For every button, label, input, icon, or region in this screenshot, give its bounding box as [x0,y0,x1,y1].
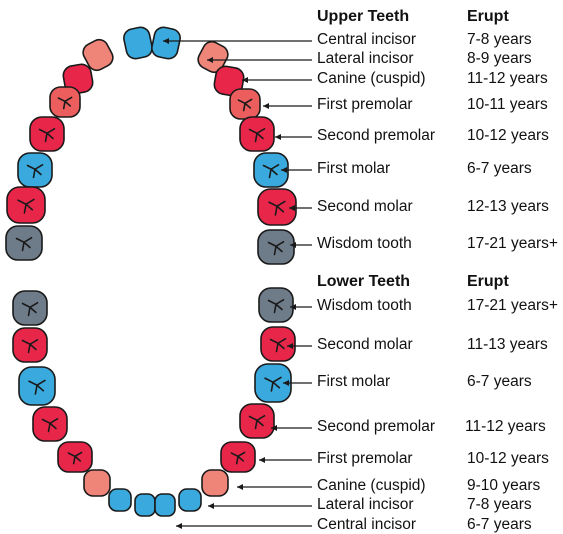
upper-right-second-premolar-tooth [240,117,274,151]
lower-left-canine-cuspid-tooth [84,470,110,496]
upper-central-incisor-erupt: 7-8 years [467,31,532,49]
upper-left-central-incisor-tooth [122,26,154,61]
lower-erupt-header: Erupt [467,273,509,291]
lower-left-first-molar-tooth [19,367,55,405]
upper-second-molar-erupt: 12-13 years [467,198,549,216]
lower-first-premolar-erupt: 10-12 years [467,450,549,468]
lower-left-first-premolar-tooth [58,442,92,472]
lower-first-molar-label: First molar [317,373,390,391]
upper-erupt-header: Erupt [467,8,509,26]
lower-teeth-header: Lower Teeth [317,273,410,291]
upper-second-premolar-label: Second premolar [317,127,435,145]
lower-leader-arrow-icon [176,523,182,529]
lower-second-premolar-erupt: 11-12 years [465,418,546,436]
lower-wisdom-tooth-label: Wisdom tooth [317,297,412,315]
upper-first-premolar-erupt: 10-11 years [467,96,548,114]
lower-lateral-incisor-erupt: 7-8 years [467,496,532,514]
upper-left-wisdom-tooth-tooth [6,226,42,260]
upper-right-second-molar-tooth [258,189,296,225]
lower-leader-arrow-icon [259,457,265,463]
lower-first-premolar-label: First premolar [317,450,413,468]
upper-second-molar-label: Second molar [317,198,413,216]
upper-right-central-incisor-tooth [150,26,182,61]
upper-first-premolar-label: First premolar [317,96,413,114]
lower-canine-cuspid-label: Canine (cuspid) [317,477,426,495]
tooth-crown [150,26,182,61]
tooth-crown [202,470,228,496]
tooth-crown [179,489,201,511]
upper-second-premolar-erupt: 10-12 years [467,127,549,145]
upper-wisdom-tooth-erupt: 17-21 years+ [467,235,558,253]
lower-first-molar-erupt: 6-7 years [467,373,532,391]
lower-right-central-incisor-tooth [155,494,175,516]
upper-wisdom-tooth-label: Wisdom tooth [317,235,412,253]
upper-leader-arrow-icon [275,134,281,140]
lower-right-first-premolar-tooth [221,442,255,472]
upper-leader-arrow-icon [263,103,269,109]
upper-left-first-molar-tooth [18,153,52,187]
tooth-crown [155,494,175,516]
upper-canine-cuspid-erupt: 11-12 years [467,70,548,88]
lower-lateral-incisor-label: Lateral incisor [317,496,414,514]
lower-second-molar-label: Second molar [317,336,413,354]
tooth-crown [109,489,131,511]
lower-right-canine-cuspid-tooth [202,470,228,496]
upper-left-second-molar-tooth [7,187,45,223]
lower-second-molar-erupt: 11-13 years [467,336,548,354]
lower-leader-arrow-icon [208,503,214,509]
lower-central-incisor-label: Central incisor [317,516,416,534]
lower-right-wisdom-tooth-tooth [259,288,293,322]
tooth-crown [135,494,155,516]
lower-right-second-molar-tooth [261,327,295,361]
lower-second-premolar-label: Second premolar [317,418,435,436]
lower-canine-cuspid-erupt: 9-10 years [467,477,540,495]
upper-lateral-incisor-label: Lateral incisor [317,50,414,68]
lower-left-lateral-incisor-tooth [109,489,131,511]
lower-wisdom-tooth-erupt: 17-21 years+ [467,297,558,315]
upper-teeth-header: Upper Teeth [317,8,409,26]
upper-right-first-premolar-tooth [230,89,260,119]
lower-right-lateral-incisor-tooth [179,489,201,511]
lower-left-second-molar-tooth [13,328,47,362]
upper-left-second-premolar-tooth [30,117,64,151]
upper-right-wisdom-tooth-tooth [258,230,294,264]
lower-right-second-premolar-tooth [240,404,274,438]
tooth-crown [122,26,154,61]
upper-central-incisor-label: Central incisor [317,31,416,49]
lower-left-second-premolar-tooth [33,407,67,441]
lower-central-incisor-erupt: 6-7 years [467,516,532,534]
upper-first-molar-label: First molar [317,160,390,178]
upper-lateral-incisor-erupt: 8-9 years [467,50,532,68]
upper-left-first-premolar-tooth [50,87,80,117]
tooth-crown [84,470,110,496]
upper-first-molar-erupt: 6-7 years [467,160,532,178]
upper-canine-cuspid-label: Canine (cuspid) [317,70,426,88]
lower-leader-arrow-icon [237,484,243,490]
lower-left-wisdom-tooth-tooth [13,291,47,325]
lower-left-central-incisor-tooth [135,494,155,516]
